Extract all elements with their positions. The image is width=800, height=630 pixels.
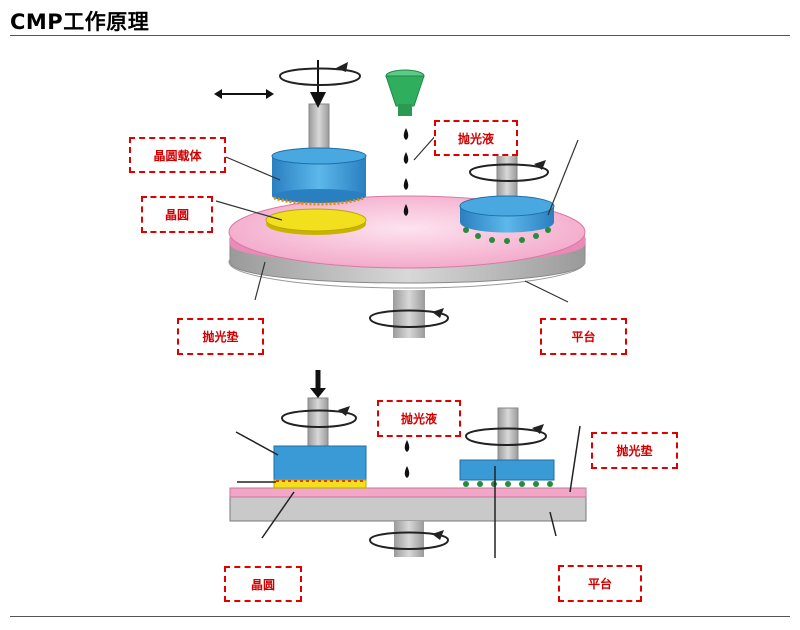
bottom-pad-conditioner xyxy=(459,407,555,487)
label-wafer-carrier: 晶圆载体 xyxy=(129,137,226,173)
label-bottom-polishing-pad: 抛光垫 xyxy=(591,432,678,469)
bottom-platen xyxy=(229,496,587,522)
bottom-wafer-carrier xyxy=(273,370,367,489)
title-divider xyxy=(10,35,790,36)
page-title: CMP工作原理 xyxy=(10,10,150,34)
bottom-diagram xyxy=(229,370,587,558)
label-polishing-pad: 抛光垫 xyxy=(177,318,264,355)
label-wafer: 晶圆 xyxy=(141,196,213,233)
top-leader-lines xyxy=(215,133,579,303)
slurry-drops xyxy=(403,128,409,216)
platen-spindle xyxy=(369,290,449,338)
bottom-slurry-drops xyxy=(404,440,410,478)
bottom-leader-lines xyxy=(235,425,581,558)
wafer-carrier xyxy=(214,60,367,206)
label-platen: 平台 xyxy=(540,318,627,355)
bottom-divider xyxy=(10,616,790,617)
slurry-nozzle xyxy=(385,69,425,116)
wafer xyxy=(265,208,367,235)
bottom-pad xyxy=(229,487,587,498)
top-diagram xyxy=(214,60,586,338)
label-bottom-wafer: 晶圆 xyxy=(224,566,302,602)
label-slurry: 抛光液 xyxy=(434,120,518,156)
label-bottom-slurry: 抛光液 xyxy=(377,400,461,437)
bottom-platen-spindle xyxy=(369,521,449,557)
label-bottom-platen: 平台 xyxy=(558,565,642,602)
